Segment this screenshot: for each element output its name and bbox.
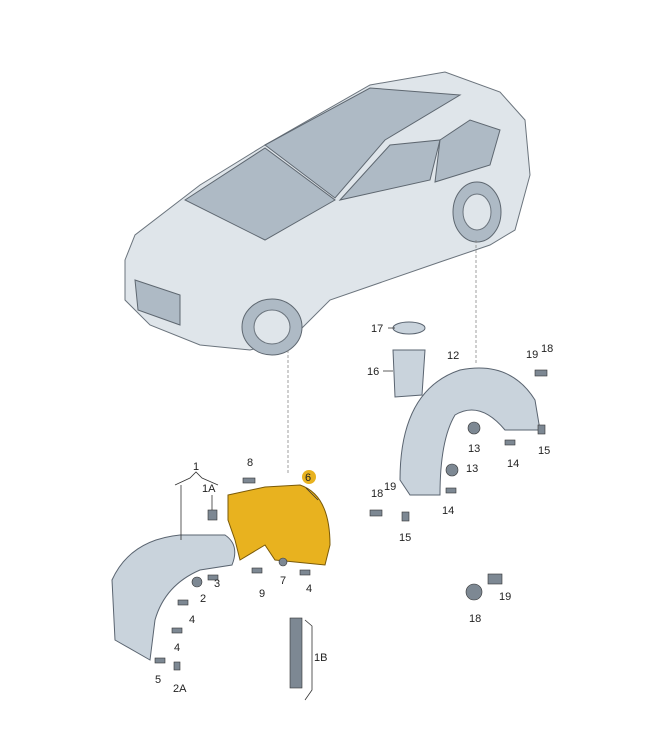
highlight-badge xyxy=(302,470,316,484)
label-14: 14 xyxy=(507,458,519,470)
label-8: 8 xyxy=(247,457,253,469)
fasteners xyxy=(154,369,548,689)
label-18: 18 xyxy=(469,613,481,625)
label-5: 5 xyxy=(155,674,161,686)
label-1a: 1A xyxy=(202,483,216,495)
label-16: 16 xyxy=(367,366,379,378)
label-17: 17 xyxy=(371,323,383,335)
label-1: 1 xyxy=(193,461,199,473)
label-15: 15 xyxy=(399,532,411,544)
label-19: 19 xyxy=(499,591,511,603)
label-4: 4 xyxy=(174,642,180,654)
label-15: 15 xyxy=(538,445,550,457)
label-13: 13 xyxy=(466,463,478,475)
label-19: 19 xyxy=(526,349,538,361)
label-2a: 2A xyxy=(173,683,187,695)
label-14: 14 xyxy=(442,505,454,517)
label-9: 9 xyxy=(259,588,265,600)
label-4: 4 xyxy=(306,583,312,595)
label-7: 7 xyxy=(280,575,286,587)
rear-wheel-housing-liner xyxy=(399,367,541,496)
label-3: 3 xyxy=(214,578,220,590)
part-labels: 1 1A 8 6 17 16 12 19 18 13 13 14 15 18 1… xyxy=(155,323,553,695)
label-13: 13 xyxy=(468,443,480,455)
label-19: 19 xyxy=(384,481,396,493)
label-1b: 1B xyxy=(314,652,327,664)
label-12: 12 xyxy=(447,350,459,362)
wheel-housing-liner-insulation-highlighted xyxy=(227,484,331,566)
label-6: 6 xyxy=(305,472,311,484)
label-18: 18 xyxy=(371,488,383,500)
leader-lines xyxy=(174,327,395,701)
label-2: 2 xyxy=(200,593,206,605)
fuel-filler-housing xyxy=(392,321,426,398)
front-wheel-housing-liner xyxy=(111,534,236,661)
label-4: 4 xyxy=(189,614,195,626)
car-illustration xyxy=(124,71,531,356)
label-18: 18 xyxy=(541,343,553,355)
